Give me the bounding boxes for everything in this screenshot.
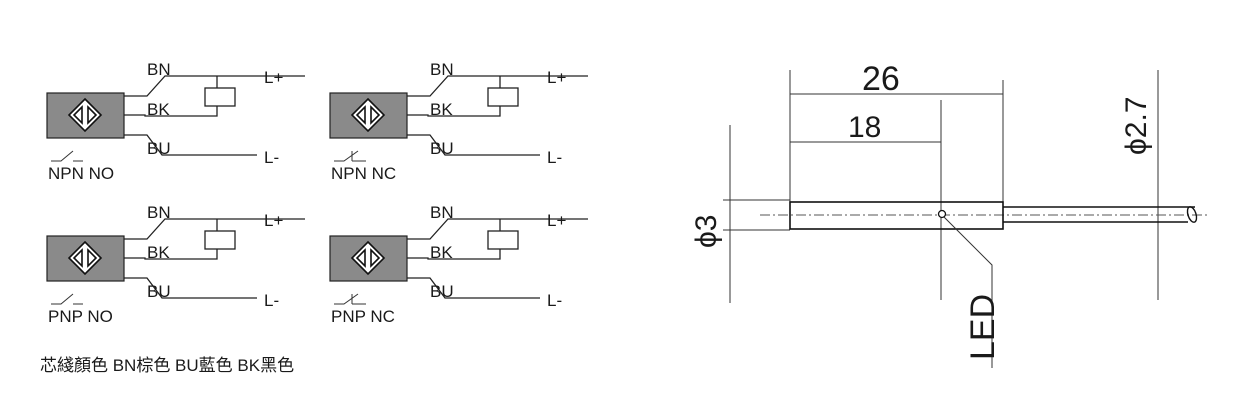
blue-wire [407,134,540,156]
black-wire [124,101,218,117]
brown-wire [124,218,305,240]
terminal-plus: L+ [547,68,566,87]
wiring-diagram-npn-nc: BN BK BU L+ L- NPN NC [329,60,588,183]
load-box [487,230,519,250]
wire-label-bu: BU [147,139,171,158]
wire-color-legend: 芯綫顏色 BN棕色 BU藍色 BK黑色 [40,356,294,375]
wire-label-bk: BK [147,243,170,262]
switch-symbol-icon [334,150,359,162]
output-mode-label: NPN NC [331,164,396,183]
load-box [487,87,519,107]
load-box [204,87,236,107]
brown-wire [407,218,588,240]
wiring-diagram-pnp-no: BN BK BU L+ L- PNP NO [46,203,305,326]
wire-label-bn: BN [147,203,171,222]
wire-label-bn: BN [430,60,454,79]
wiring-diagram-pnp-nc: BN BK BU L+ L- PNP NC [329,203,588,326]
wire-label-bn: BN [430,203,454,222]
switch-symbol-icon [51,293,74,305]
led-leader-line [943,216,993,368]
wire-label-bk: BK [430,243,453,262]
sensor-face-icon [329,92,408,139]
blue-wire [407,277,540,299]
sensor-body-outline [789,201,1004,230]
output-mode-label: PNP NO [48,307,113,326]
dimension-body-diameter: ϕ3 [690,215,723,249]
wire-label-bn: BN [147,60,171,79]
black-wire [124,244,218,260]
blue-wire [124,134,257,156]
terminal-minus: L- [264,291,279,310]
sensor-face-icon [46,92,125,139]
terminal-minus: L- [547,148,562,167]
terminal-minus: L- [547,291,562,310]
dimension-cable-diameter: ϕ2.7 [1120,96,1153,155]
wire-label-bk: BK [147,100,170,119]
dimension-drawing: 26 18 ϕ3 ϕ2.7 LED [690,60,1210,368]
sensor-face-icon [46,235,125,282]
dimension-total-length: 26 [862,60,900,98]
brown-wire [124,75,305,97]
terminal-plus: L+ [264,211,283,230]
output-mode-label: NPN NO [48,164,114,183]
wire-label-bu: BU [147,282,171,301]
output-mode-label: PNP NC [331,307,395,326]
wiring-diagram-npn-no: BN BK BU L+ L- NPN NO [46,60,305,183]
sensor-face-icon [329,235,408,282]
brown-wire [407,75,588,97]
switch-symbol-icon [334,293,359,305]
terminal-plus: L+ [547,211,566,230]
dimension-body-length: 18 [848,111,881,144]
led-label: LED [964,294,1002,360]
load-box [204,230,236,250]
cable-cut-end [1186,206,1198,223]
blue-wire [124,277,257,299]
terminal-minus: L- [264,148,279,167]
led-indicator-icon [937,209,947,219]
terminal-plus: L+ [264,68,283,87]
wire-label-bk: BK [430,100,453,119]
black-wire [407,244,501,260]
wire-label-bu: BU [430,282,454,301]
black-wire [407,101,501,117]
switch-symbol-icon [51,150,74,162]
wire-label-bu: BU [430,139,454,158]
